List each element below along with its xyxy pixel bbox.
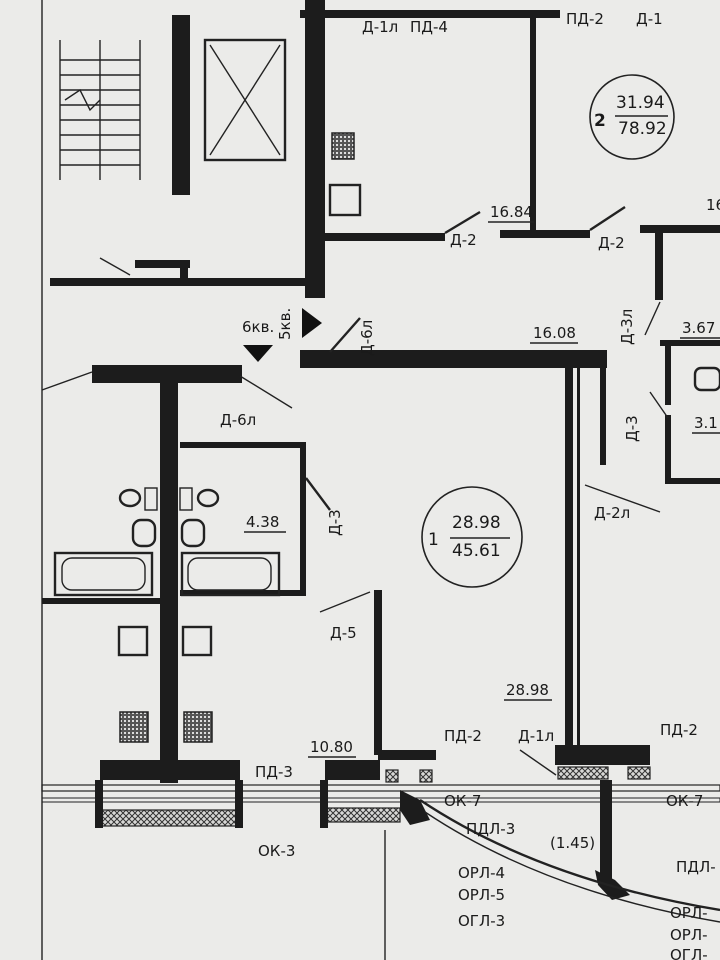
toilet-left (118, 488, 142, 508)
door-label: Д-6л (358, 320, 376, 356)
sink-left (131, 518, 157, 548)
room-area-label: 10.80 (310, 738, 353, 756)
sink-right-edge (693, 366, 720, 392)
stove-top (331, 132, 355, 160)
window-labels: ОК-7 ОК-7 ОК-3 ПДЛ-3 ОРЛ-4 ОРЛ-5 ОГЛ-3 П… (258, 792, 716, 960)
window-label: ОРЛ-4 (458, 864, 505, 882)
toilet-right (196, 488, 220, 508)
door-label: ПД-2 (660, 721, 698, 739)
apt5-label: 5кв. (276, 308, 294, 340)
door-label: Д-6л (220, 411, 256, 429)
apt6-marker-icon (243, 345, 273, 362)
window-label: ОРЛ- (670, 926, 708, 944)
room-area-label: 3.67 (682, 319, 715, 337)
apartment-2-living-area: 31.94 (616, 93, 665, 113)
window-label: ОК-7 (444, 792, 481, 810)
sink-top (328, 183, 362, 217)
room-area-label: 3.1 (694, 414, 718, 432)
door-label: Д-1л (362, 18, 398, 36)
door-labels: Д-1л ПД-4 ПД-2 Д-1 Д-2 Д-2 Д-6л Д-6л Д-3… (220, 10, 698, 781)
exterior-wall (41, 745, 720, 960)
window-label: ОРЛ- (670, 904, 708, 922)
apartment-1-badge: 1 28.98 45.61 (421, 486, 523, 588)
sink-right (180, 518, 206, 548)
kitchen-sink-left (117, 625, 149, 657)
bathroom-fixtures (53, 132, 720, 743)
door-label: Д-3 (326, 509, 344, 536)
window-label: ПДЛ-3 (466, 820, 515, 838)
door-label: ПД-4 (410, 18, 448, 36)
door-label: Д-2 (450, 231, 477, 249)
apt6-label: 6кв. (242, 318, 274, 336)
window-label: ОГЛ-3 (458, 912, 505, 930)
door-label: ПД-2 (566, 10, 604, 28)
apartment-1-number: 1 (428, 530, 439, 550)
window-label: ОГЛ- (670, 946, 708, 960)
room-area-label: 4.38 (246, 513, 279, 531)
window-label: ОК-3 (258, 842, 295, 860)
room-area-label: 16.08 (533, 324, 576, 342)
room-area-label: 28.98 (506, 681, 549, 699)
window-label: ПДЛ- (676, 858, 716, 876)
apartment-2-number: 2 (594, 111, 606, 131)
apartment-1-living-area: 28.98 (452, 513, 501, 533)
stove-left (119, 711, 149, 743)
stair-block (59, 15, 190, 195)
door-label: Д-2л (594, 504, 630, 522)
kitchen-sink-right (181, 625, 213, 657)
door-label: Д-5 (330, 624, 357, 642)
walls (42, 0, 720, 783)
elevator-shaft (203, 38, 287, 162)
door-label: Д-3 (623, 415, 641, 442)
window-label: ОК-7 (666, 792, 703, 810)
room-area-label: (1.45) (550, 834, 595, 852)
room-areas: 16.84 16.08 4.38 28.98 10.80 3.67 (1.45)… (244, 196, 720, 852)
apartment-2-badge: 2 31.94 78.92 (589, 74, 675, 160)
window-label: ОРЛ-5 (458, 886, 505, 904)
door-label: ПД-2 (444, 727, 482, 745)
door-label: Д-1л (518, 727, 554, 745)
door-label: Д-3л (618, 309, 636, 345)
room-area-label: 16 (706, 196, 720, 214)
door-label: ПД-3 (255, 763, 293, 781)
apartment-1-total-area: 45.61 (452, 541, 501, 561)
bathtub-left (53, 551, 154, 597)
bathtub-right (180, 551, 281, 597)
door-label: Д-2 (598, 234, 625, 252)
room-area-label: 16.84 (490, 203, 533, 221)
door-label: Д-1 (636, 10, 663, 28)
door-swings (41, 205, 669, 776)
apt5-marker-icon (302, 308, 322, 338)
apartment-2-total-area: 78.92 (618, 119, 667, 139)
stove-right (183, 711, 213, 743)
